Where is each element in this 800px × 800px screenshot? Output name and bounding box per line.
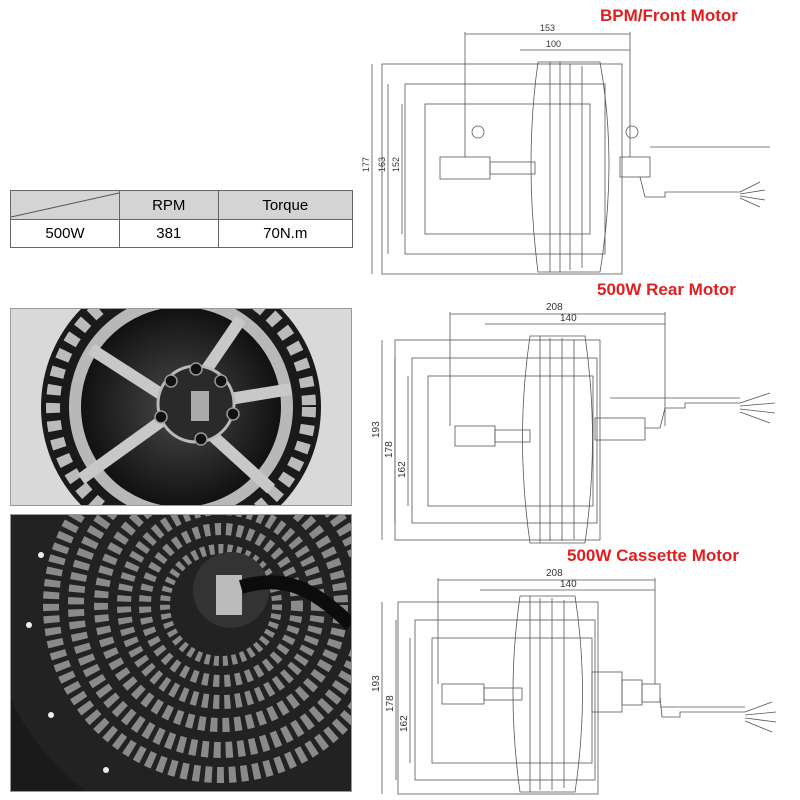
- rear-dim-178: 178: [384, 441, 395, 458]
- disc-brake-photo: [10, 308, 352, 506]
- cassette-motor-drawing: 208 140 193 178 162: [371, 568, 777, 795]
- rear-dim-208: 208: [546, 302, 563, 313]
- power-cell: 500W: [10, 219, 120, 248]
- cassette-dim-208: 208: [546, 568, 563, 579]
- rear-motor-title: 500W Rear Motor: [597, 280, 736, 299]
- cassette-dim-140: 140: [560, 579, 577, 590]
- rear-motor-drawing: 208 140 193 178 162: [371, 302, 776, 544]
- front-dim-152: 152: [391, 157, 401, 172]
- front-motor-title: BPM/Front Motor: [600, 6, 738, 25]
- cassette-hub-image: [11, 515, 351, 791]
- rear-dim-193: 193: [371, 421, 382, 438]
- cassette-dim-162: 162: [399, 715, 410, 732]
- front-dim-163: 163: [377, 157, 387, 172]
- table-corner-cell: [10, 190, 120, 220]
- front-dim-153: 153: [540, 23, 555, 33]
- cassette-photo: [10, 514, 352, 792]
- cassette-motor-title: 500W Cassette Motor: [567, 546, 739, 565]
- cassette-dim-193: 193: [371, 675, 382, 692]
- torque-header: Torque: [217, 190, 354, 220]
- front-dim-100: 100: [546, 39, 561, 49]
- torque-cell: 70N.m: [217, 219, 354, 248]
- rpm-header: RPM: [119, 190, 219, 220]
- diagonal-divider: [11, 192, 119, 218]
- rear-dim-162: 162: [397, 461, 408, 478]
- spec-table: RPM Torque 500W 381 70N.m: [10, 190, 354, 248]
- rpm-cell: 381: [119, 219, 219, 248]
- front-dim-177: 177: [361, 157, 371, 172]
- disc-brake-hub-image: [41, 309, 321, 505]
- rear-dim-140: 140: [560, 313, 577, 324]
- front-motor-drawing: 153 100 177 163 152: [361, 23, 770, 275]
- cassette-dim-178: 178: [385, 695, 396, 712]
